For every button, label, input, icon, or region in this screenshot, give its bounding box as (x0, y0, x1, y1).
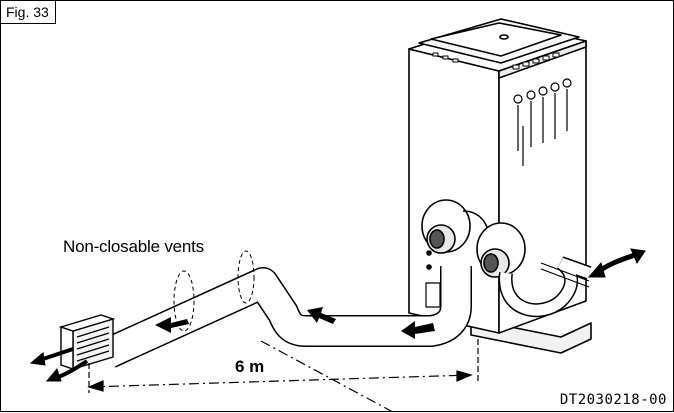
air-intake-arrow (587, 248, 646, 278)
flue-duct-icon (102, 266, 472, 368)
drawing-code-label: DT2030218-00 (559, 392, 667, 408)
fan-assembly (421, 199, 592, 318)
distance-dimension-label: 6 m (235, 357, 265, 376)
airflow-arrow-icon (155, 307, 435, 339)
vent-grille-icon (58, 314, 116, 370)
vent-outflow-arrows (29, 347, 89, 382)
duct-break-marks (173, 250, 255, 332)
dimension-line (87, 339, 479, 412)
figure-number-label: Fig. 33 (1, 1, 56, 24)
vents-caption: Non-closable vents (63, 237, 204, 256)
